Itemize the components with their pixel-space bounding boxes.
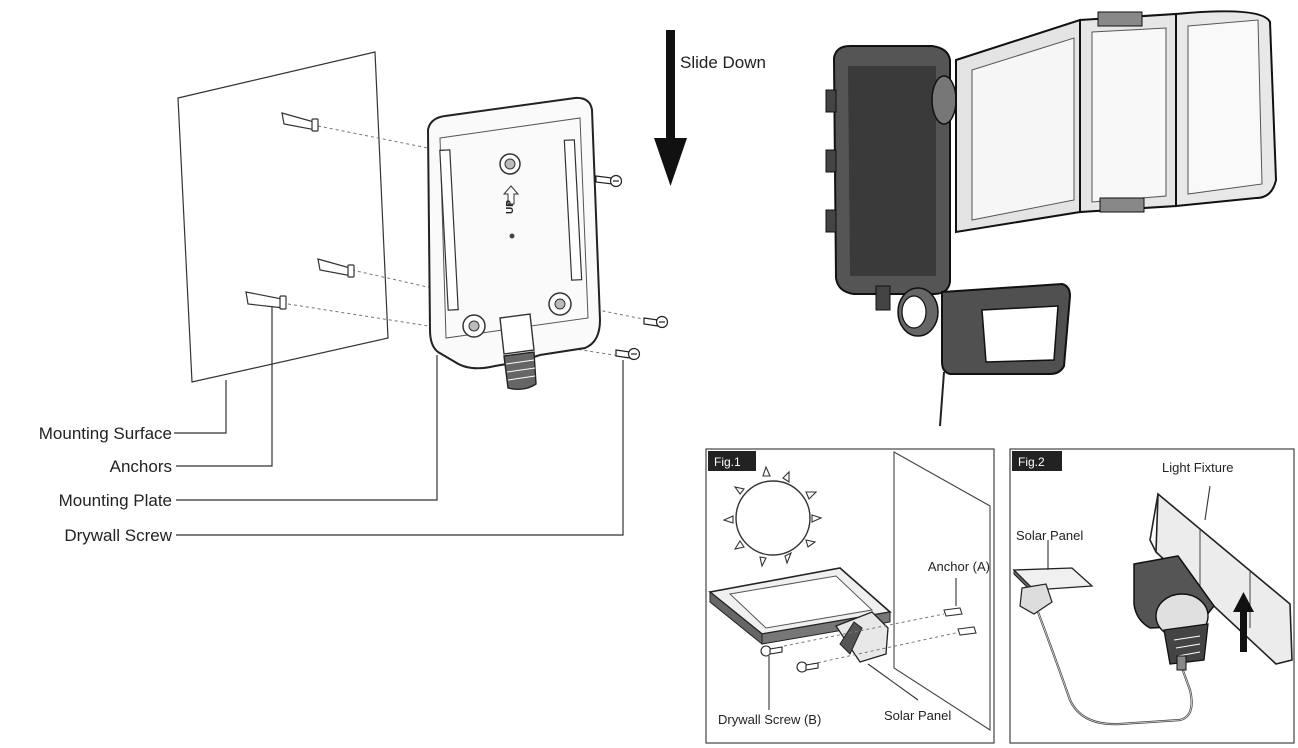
light-fixture-illustration [825,10,1278,427]
anchor-top [281,112,319,132]
insert-up-arrow-icon [1233,592,1254,652]
screw-right [643,315,669,329]
mounting-surface [177,51,389,383]
fig1-solar-panel-label: Solar Panel [884,708,951,723]
fig2-tag: Fig.2 [1018,455,1045,469]
fig2-light-fixture-label: Light Fixture [1162,460,1234,475]
anchor-middle [317,258,355,278]
anchor-bottom [245,291,287,310]
drywall-screw-label: Drywall Screw [64,526,172,545]
screw-bottom [615,347,641,361]
mounting-surface-label: Mounting Surface [39,424,172,443]
fig1-anchor-label: Anchor (A) [928,559,990,574]
mounting-plate [426,96,602,391]
slide-down-label: Slide Down [680,53,766,72]
slide-down-arrow-icon [654,30,687,186]
fig2-panel [1009,448,1295,744]
anchors-label: Anchors [110,457,172,476]
fig1-drywall-screw-label: Drywall Screw (B) [718,712,821,727]
sun-icon [735,480,811,556]
screw-top [595,174,623,188]
mounting-plate-label: Mounting Plate [59,491,172,510]
fig1-tag: Fig.1 [714,455,741,469]
fig1-panel [705,448,995,744]
fig2-solar-panel-label: Solar Panel [1016,528,1083,543]
plate-up-marking: UP [505,200,516,214]
leader-lines [174,306,624,536]
